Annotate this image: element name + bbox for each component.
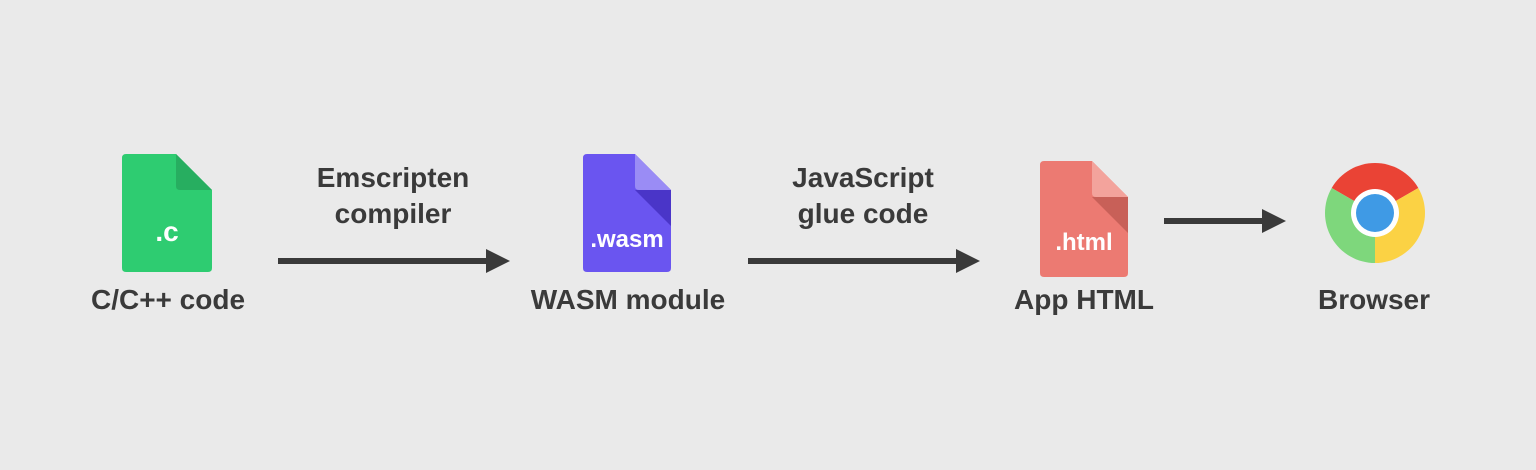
edge-compile-line2: compiler xyxy=(334,198,452,229)
arrow-glue xyxy=(748,249,980,273)
edge-glue-line1: JavaScript xyxy=(792,162,934,193)
edge-compile-label: Emscripten compiler xyxy=(317,160,470,232)
file-c-icon xyxy=(122,154,212,272)
c-file-extension: .c xyxy=(155,216,179,247)
html-file-extension: .html xyxy=(1055,229,1113,256)
wasm-file-extension: .wasm xyxy=(590,226,664,253)
file-wasm-icon xyxy=(583,154,671,272)
edge-glue-line2: glue code xyxy=(797,198,929,229)
arrow-compile xyxy=(278,249,510,273)
c-file-node: .c xyxy=(122,154,212,272)
browser-label: Browser xyxy=(1317,284,1431,315)
wasm-module-label: WASM module xyxy=(530,284,726,315)
edge-compile-line1: Emscripten xyxy=(316,162,470,193)
html-file-node: .html xyxy=(1040,161,1128,277)
edge-glue-label: JavaScript glue code xyxy=(792,160,934,232)
c-code-label: C/C++ code xyxy=(90,284,246,315)
wasm-file-node: .wasm xyxy=(583,154,671,272)
file-html-icon xyxy=(1040,161,1128,277)
app-html-label: App HTML xyxy=(1014,284,1154,315)
chrome-icon xyxy=(1325,163,1425,263)
browser-node xyxy=(1325,163,1425,263)
arrow-run xyxy=(1164,209,1286,233)
